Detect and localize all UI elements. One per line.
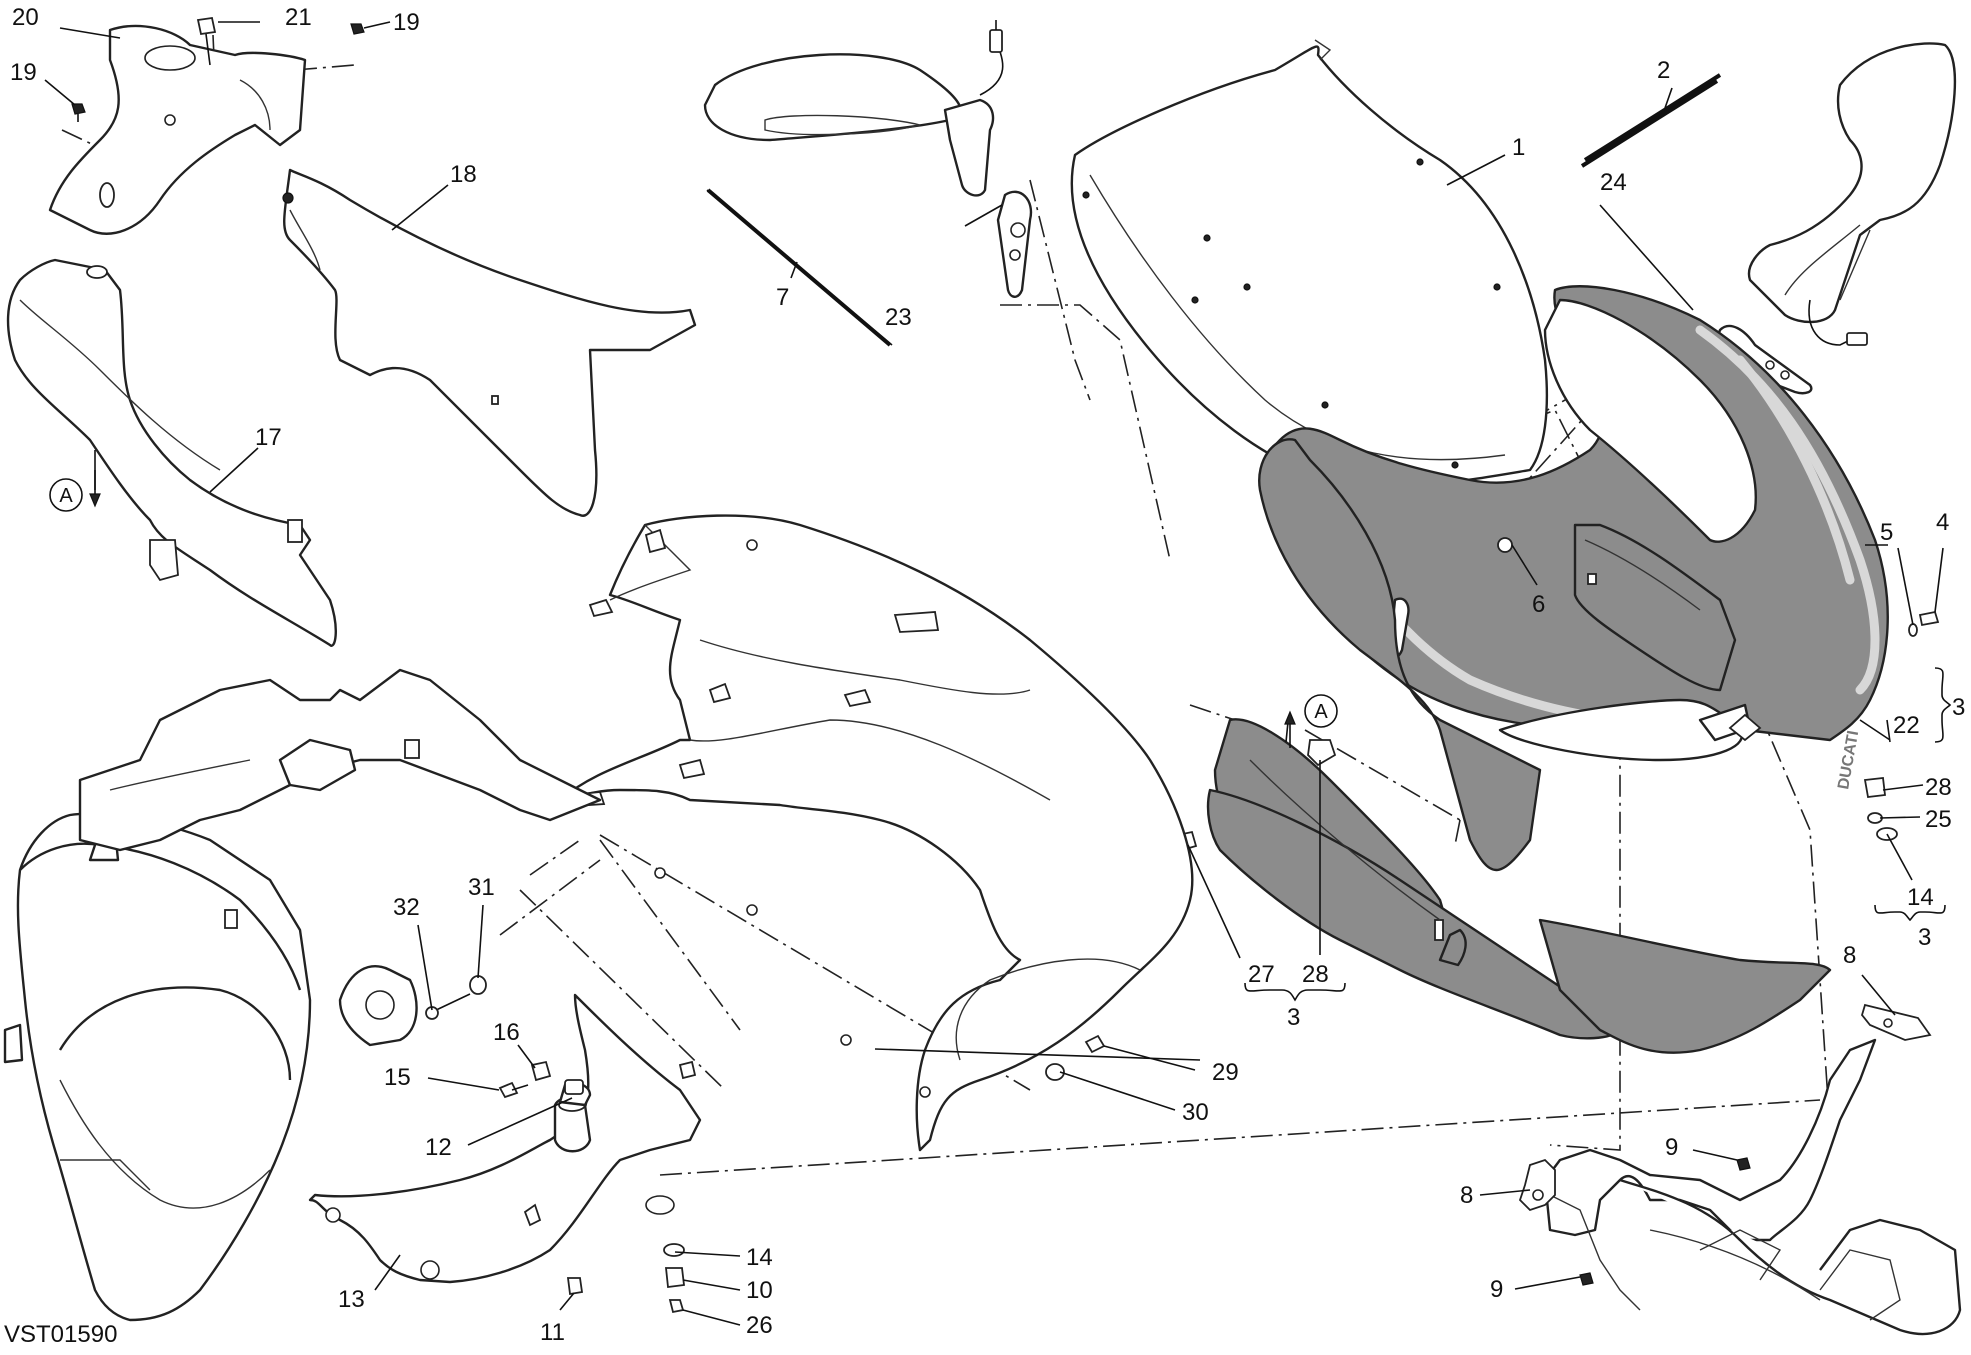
fastener-16-clip — [530, 1060, 552, 1082]
fairing-bracket-square — [1307, 739, 1337, 767]
callout-19-top: 19 — [393, 9, 420, 36]
callout-23: 23 — [885, 304, 912, 331]
callout-17: 17 — [255, 424, 282, 451]
callout-9-lower: 9 — [1490, 1276, 1503, 1303]
callout-26: 26 — [746, 1312, 773, 1339]
callout-15: 15 — [384, 1064, 411, 1091]
callout-7: 7 — [776, 284, 789, 311]
side-fairing-center — [558, 514, 1194, 1152]
callout-5: 5 — [1880, 519, 1893, 546]
side-panel-left-grey — [1258, 438, 1542, 871]
mirror-marker-bars — [706, 73, 1722, 347]
view-reference-a-right: A — [1304, 694, 1338, 728]
callout-6: 6 — [1532, 591, 1545, 618]
fastener-11-rivet — [566, 1277, 584, 1296]
fastener-31-washer — [469, 975, 487, 995]
fastener-30-washer — [1045, 1063, 1065, 1081]
callout-19-left: 19 — [10, 59, 37, 86]
fastener-6-screw — [1497, 537, 1513, 553]
side-cover-17 — [6, 258, 337, 647]
callout-12: 12 — [425, 1134, 452, 1161]
callout-10: 10 — [746, 1277, 773, 1304]
inner-panel-grey — [1573, 523, 1737, 692]
front-fairing: DUCATI — [1264, 285, 1889, 791]
callout-1: 1 — [1512, 134, 1525, 161]
callout-9-upper: 9 — [1665, 1134, 1678, 1161]
callout-14-right: 14 — [1907, 884, 1934, 911]
callout-20: 20 — [12, 4, 39, 31]
drawing-code: VST01590 — [4, 1321, 117, 1348]
callout-31: 31 — [468, 874, 495, 901]
right-mirror — [1747, 42, 1957, 346]
group-braces — [1244, 667, 1952, 1002]
callout-27: 27 — [1248, 961, 1275, 988]
fastener-26-screw — [668, 1299, 685, 1314]
callout-14-lower: 14 — [746, 1244, 773, 1271]
side-panel-18 — [282, 168, 697, 517]
fastener-28-nut — [1863, 777, 1886, 798]
callout-30: 30 — [1182, 1099, 1209, 1126]
view-ref-label-right: A — [1314, 701, 1328, 723]
leader-lines — [44, 21, 1944, 1326]
fastener-4-screw — [1918, 610, 1940, 627]
callout-3-lower-right: 3 — [1918, 924, 1931, 951]
frame-airbox — [3, 668, 602, 1322]
fastener-9-bolt — [1579, 1157, 1751, 1286]
callout-13: 13 — [338, 1286, 365, 1313]
callout-28-right: 28 — [1925, 774, 1952, 801]
callout-21: 21 — [285, 4, 312, 31]
callout-11: 11 — [540, 1319, 565, 1346]
callout-8-upper: 8 — [1843, 942, 1856, 969]
callout-32: 32 — [393, 894, 420, 921]
fastener-5-washer — [1908, 623, 1918, 637]
callout-22: 22 — [1893, 712, 1920, 739]
fastener-12-grommet — [564, 1079, 584, 1095]
fasteners-top — [71, 16, 365, 122]
view-ref-label-left: A — [59, 485, 73, 507]
callout-29: 29 — [1212, 1059, 1239, 1086]
instrument-cover — [48, 24, 307, 235]
lower-fairing-grey — [1206, 718, 1832, 1054]
callout-3-right: 3 — [1952, 694, 1965, 721]
fastener-10-nut — [665, 1267, 685, 1289]
fastener-29-spacer — [1084, 1034, 1106, 1054]
fastener-15-screw — [498, 1081, 529, 1099]
windscreen — [1070, 39, 1549, 488]
callout-18: 18 — [450, 161, 477, 188]
callout-2: 2 — [1657, 57, 1670, 84]
callout-24: 24 — [1600, 169, 1627, 196]
fastener-32-bolt — [425, 993, 471, 1020]
callout-28-lower: 28 — [1302, 961, 1329, 988]
view-reference-a-left: A — [49, 478, 83, 512]
brand-mark: DUCATI — [1835, 729, 1862, 790]
mirror-bracket-left — [996, 190, 1033, 298]
callout-25: 25 — [1925, 806, 1952, 833]
callout-4: 4 — [1936, 509, 1949, 536]
callout-3-lower: 3 — [1287, 1004, 1300, 1031]
callout-8-lower: 8 — [1460, 1182, 1473, 1209]
callout-16: 16 — [493, 1019, 520, 1046]
left-mirror — [703, 20, 1004, 197]
reference-arrows — [89, 470, 1296, 748]
callout-labels: 1 2 3 3 3 4 5 6 7 8 8 9 9 10 11 12 13 14… — [10, 4, 1965, 1346]
front-subframe — [1518, 1003, 1962, 1336]
